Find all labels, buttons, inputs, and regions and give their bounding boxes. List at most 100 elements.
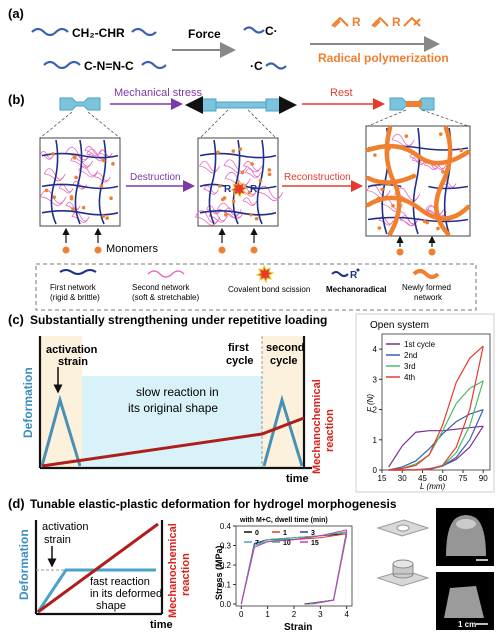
first-label: first bbox=[228, 342, 249, 354]
chain-wave bbox=[243, 26, 265, 34]
new-network-strand bbox=[365, 195, 471, 221]
dogbone-reconstructed bbox=[389, 97, 435, 111]
monomer-dot bbox=[71, 207, 75, 211]
monomer-dot bbox=[105, 216, 109, 220]
legend-new-network: Newly formed network bbox=[402, 269, 451, 302]
x-tick-label: 45 bbox=[418, 474, 427, 483]
monomer-dot bbox=[224, 213, 228, 217]
monomer-dot bbox=[101, 158, 106, 163]
series-line bbox=[388, 345, 484, 471]
monomer-dot bbox=[69, 196, 74, 201]
monomer-dot bbox=[221, 197, 225, 202]
second-network-strand bbox=[243, 161, 263, 173]
monomer-dot bbox=[216, 150, 220, 155]
mech-stress-label: Mechanical stress bbox=[114, 87, 203, 99]
time-label-d: time bbox=[150, 619, 173, 631]
x-tick-label: 15 bbox=[378, 474, 387, 483]
diene-monomer bbox=[371, 16, 421, 28]
monomer-dot bbox=[422, 219, 427, 224]
second-network-strand bbox=[43, 168, 66, 182]
destruction-label: Destruction bbox=[130, 172, 181, 183]
y-axis-label-c: F (N) bbox=[366, 394, 375, 412]
reactant-2: C-N=N-C bbox=[84, 59, 134, 73]
panel-c-title: Substantially strengthening under repeti… bbox=[30, 313, 327, 327]
fast-reaction-2: in its deformed bbox=[90, 588, 162, 600]
deformation-label-c: Deformation bbox=[21, 367, 35, 438]
legend-first-network: First network (rigid & brittle) bbox=[50, 269, 100, 302]
x-tick-label: 0 bbox=[239, 610, 244, 619]
open-system-label: Open system bbox=[370, 320, 429, 331]
legend-bond-scission: Covalent bond scission bbox=[228, 264, 310, 294]
first-network-strand bbox=[428, 185, 469, 190]
x-tick-label: 90 bbox=[479, 474, 488, 483]
second-network-strand bbox=[58, 184, 74, 194]
series-line-unload bbox=[388, 380, 484, 471]
monomer-r1: R bbox=[352, 15, 361, 29]
monomer-dot bbox=[109, 196, 113, 201]
network-box-reconstructed bbox=[365, 125, 471, 237]
first-network-strand bbox=[199, 210, 277, 216]
svg-text:(rigid & brittle): (rigid & brittle) bbox=[50, 293, 100, 302]
radical-r2: R bbox=[250, 184, 258, 195]
time-label-c: time bbox=[286, 473, 309, 485]
monomer-dot bbox=[111, 162, 115, 166]
first-network-strand bbox=[367, 216, 469, 223]
y-tick-label: 0.1 bbox=[220, 581, 232, 590]
y-tick-label: 0.0 bbox=[220, 600, 232, 609]
first-network-strand bbox=[256, 139, 265, 225]
radical-r1: R bbox=[224, 184, 232, 195]
schematic-d bbox=[34, 520, 164, 616]
monomer-dot bbox=[441, 170, 445, 174]
series-line-unload bbox=[388, 345, 484, 471]
radical-polymerization-label: Radical polymerization bbox=[318, 51, 449, 65]
second-network-strand bbox=[203, 185, 219, 195]
new-network-strand bbox=[434, 125, 453, 237]
y-tick-label: 0 bbox=[373, 466, 378, 475]
slow-reaction-1: slow reaction in bbox=[136, 385, 219, 399]
y-tick-label: 0.4 bbox=[220, 522, 232, 531]
mechanochem-label-d2: reaction bbox=[180, 553, 192, 596]
first-network-strand bbox=[41, 183, 119, 190]
monomer-dot bbox=[267, 168, 272, 172]
legend-label: 3 bbox=[311, 530, 315, 537]
legend-label: 3rd bbox=[404, 362, 416, 371]
y-tick-label: 2 bbox=[373, 406, 378, 415]
burst-icon bbox=[229, 179, 249, 199]
series-line bbox=[388, 425, 484, 468]
mechanochem-label-d1: Mechanochemical bbox=[167, 523, 179, 618]
monomer-dot bbox=[373, 153, 377, 157]
reconstruction-label: Reconstruction bbox=[284, 172, 351, 183]
y-tick-label: 3 bbox=[373, 375, 378, 384]
monomer-dot bbox=[238, 147, 243, 151]
first-network-strand bbox=[199, 152, 277, 159]
monomer-dot bbox=[231, 199, 236, 204]
svg-text:network: network bbox=[414, 293, 443, 302]
x-tick-label: 2 bbox=[292, 610, 297, 619]
monomer-dot bbox=[240, 170, 245, 175]
svg-text:Covalent bond scission: Covalent bond scission bbox=[228, 285, 310, 294]
monomers-label: Monomers bbox=[106, 243, 158, 255]
chart-stress-strain: with M+C, dwell time (min) Stress (MPa) … bbox=[214, 517, 353, 633]
monomer-dot bbox=[72, 155, 77, 160]
second-network-strand bbox=[208, 211, 228, 223]
x-axis-label-c: L (mm) bbox=[420, 482, 446, 491]
radical-c2: ·C bbox=[250, 59, 263, 73]
y-tick-label: 0.2 bbox=[220, 561, 232, 570]
rest-label: Rest bbox=[330, 87, 353, 99]
legend-label: 15 bbox=[311, 540, 319, 547]
mechanochem-label-c2: reaction bbox=[324, 409, 336, 452]
scale-bar-label: 1 cm bbox=[458, 620, 476, 629]
monomer-dot bbox=[51, 152, 55, 156]
deformation-label-d: Deformation bbox=[17, 529, 31, 600]
svg-text:Newly formed: Newly formed bbox=[402, 283, 451, 292]
x-tick-label: 60 bbox=[438, 474, 447, 483]
monomer-dot bbox=[247, 190, 252, 195]
monomer-dot bbox=[99, 184, 104, 188]
monomer-dot bbox=[267, 172, 272, 177]
legend-mechanoradical: R Mechanoradical bbox=[326, 268, 386, 294]
svg-text:R: R bbox=[350, 270, 358, 281]
panel-d-title: Tunable elastic-plastic deformation for … bbox=[30, 497, 397, 511]
vinyl-monomer-1 bbox=[331, 16, 349, 28]
